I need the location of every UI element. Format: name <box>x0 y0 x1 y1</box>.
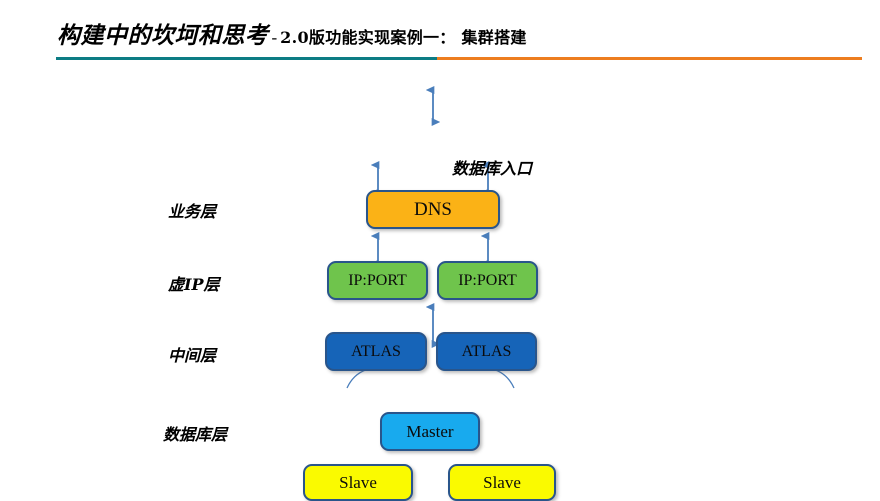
node-vip-left[interactable]: IP:PORT <box>327 261 428 300</box>
title-underline-rule <box>56 57 862 60</box>
title-underline-left-segment <box>56 57 437 60</box>
node-atlas-left[interactable]: ATLAS <box>325 332 427 371</box>
node-slave-right[interactable]: Slave <box>448 464 556 501</box>
node-vip-right[interactable]: IP:PORT <box>437 261 538 300</box>
architecture-diagram: 数据库入口 业务层 虚IP层 中间层 数据库层 DNS IP:PORT IP:P… <box>0 66 880 501</box>
node-master[interactable]: Master <box>380 412 480 451</box>
title-underline-right-segment <box>437 57 862 60</box>
slide-header: 构建中的坎坷和思考-2.0版功能实现案例一： 集群搭建 <box>0 0 880 66</box>
node-atlas-right[interactable]: ATLAS <box>436 332 537 371</box>
page-title-main: 构建中的坎坷和思考 <box>57 22 269 49</box>
layer-label-business: 业务层 <box>168 202 217 221</box>
database-entry-label: 数据库入口 <box>452 159 533 178</box>
layer-label-database: 数据库层 <box>163 425 228 444</box>
page-title-subtitle: 2.0版功能实现案例一： 集群搭建 <box>280 28 527 47</box>
node-dns[interactable]: DNS <box>366 190 500 229</box>
replication-arc-right <box>487 367 515 389</box>
layer-label-middleware: 中间层 <box>168 346 217 365</box>
page-title-separator: - <box>271 28 278 47</box>
node-slave-left[interactable]: Slave <box>303 464 413 501</box>
replication-arc-left <box>346 367 374 389</box>
layer-label-virtual-ip: 虚IP层 <box>168 275 220 294</box>
page-title: 构建中的坎坷和思考-2.0版功能实现案例一： 集群搭建 <box>57 24 527 47</box>
